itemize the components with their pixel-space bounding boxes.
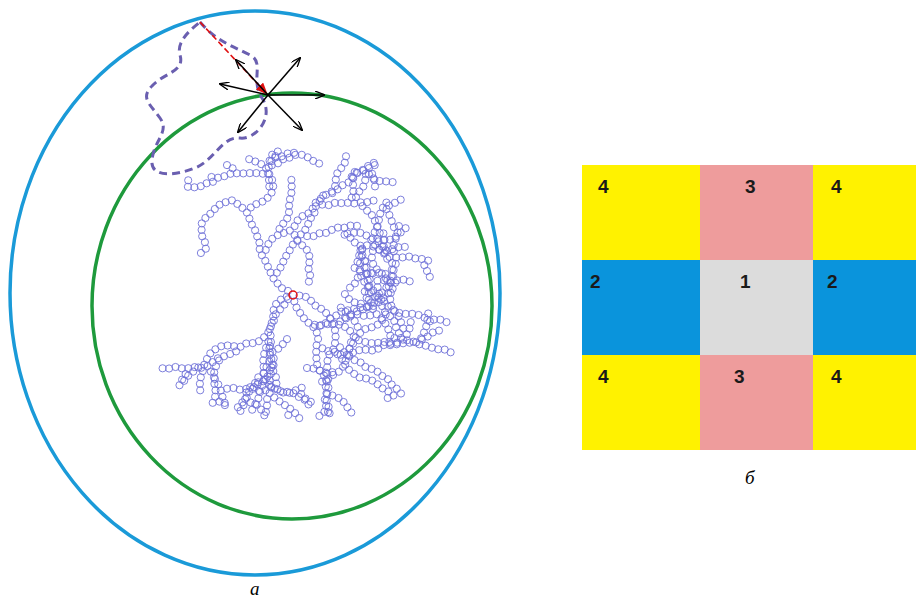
- panel-caption: б: [745, 468, 755, 487]
- region-cell: 4: [582, 165, 701, 261]
- region-cell: 4: [582, 355, 701, 450]
- panel-caption: а: [250, 579, 260, 598]
- outer-circle: [10, 11, 500, 575]
- region-number: 4: [598, 367, 609, 386]
- seed-particle: [289, 291, 297, 299]
- region-number: 2: [590, 272, 601, 291]
- region-number: 3: [745, 177, 756, 196]
- jump-arrow: [200, 22, 267, 94]
- region-number: 4: [831, 177, 842, 196]
- region-cell: 1: [700, 260, 814, 356]
- region-number: 3: [734, 367, 745, 386]
- region-cell: 2: [813, 260, 916, 356]
- region-number: 1: [740, 272, 751, 291]
- region-cell: 2: [582, 260, 701, 356]
- region-number: 4: [831, 367, 842, 386]
- step-directions: [220, 58, 324, 132]
- region-cell: 4: [813, 355, 916, 450]
- dla-cluster: [159, 148, 454, 422]
- region-cell: 3: [700, 165, 814, 261]
- region-number: 2: [827, 272, 838, 291]
- region-cell: 4: [813, 165, 916, 261]
- region-number: 4: [598, 177, 609, 196]
- random-walk-path: [147, 22, 267, 174]
- region-cell: 3: [700, 355, 814, 450]
